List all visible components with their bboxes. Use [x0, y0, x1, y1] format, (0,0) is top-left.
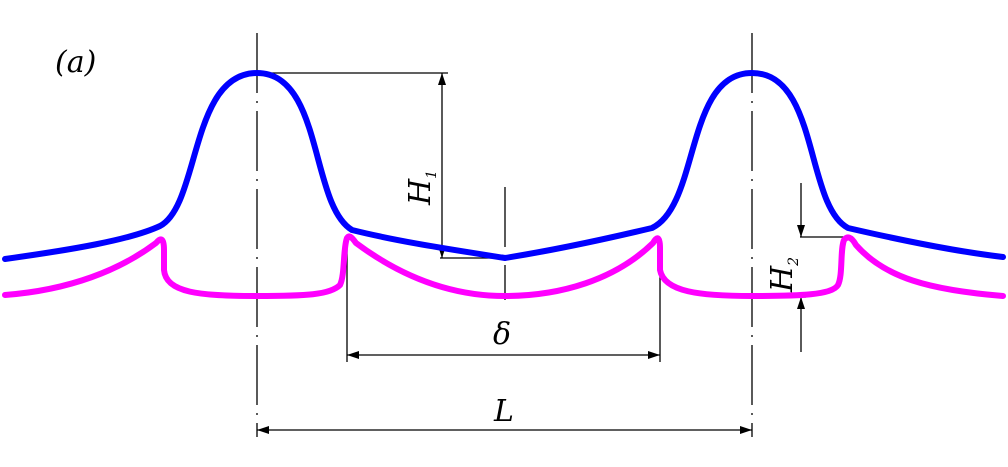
lower-magenta-curve: [2, 233, 1006, 299]
h1-letter: H: [403, 178, 438, 206]
h2-label: H2: [765, 257, 802, 293]
svg-text:H1: H1: [403, 170, 440, 206]
length-label: L: [493, 394, 514, 429]
h2-subscript: 2: [786, 257, 802, 267]
upper-blue-curve: [2, 70, 1006, 262]
h1-subscript: 1: [424, 170, 440, 179]
h2-letter: H: [765, 265, 800, 293]
h1-label: H1: [403, 170, 440, 206]
panel-label: (a): [55, 45, 96, 80]
svg-text:H2: H2: [765, 257, 802, 293]
delta-label: δ: [493, 317, 511, 352]
